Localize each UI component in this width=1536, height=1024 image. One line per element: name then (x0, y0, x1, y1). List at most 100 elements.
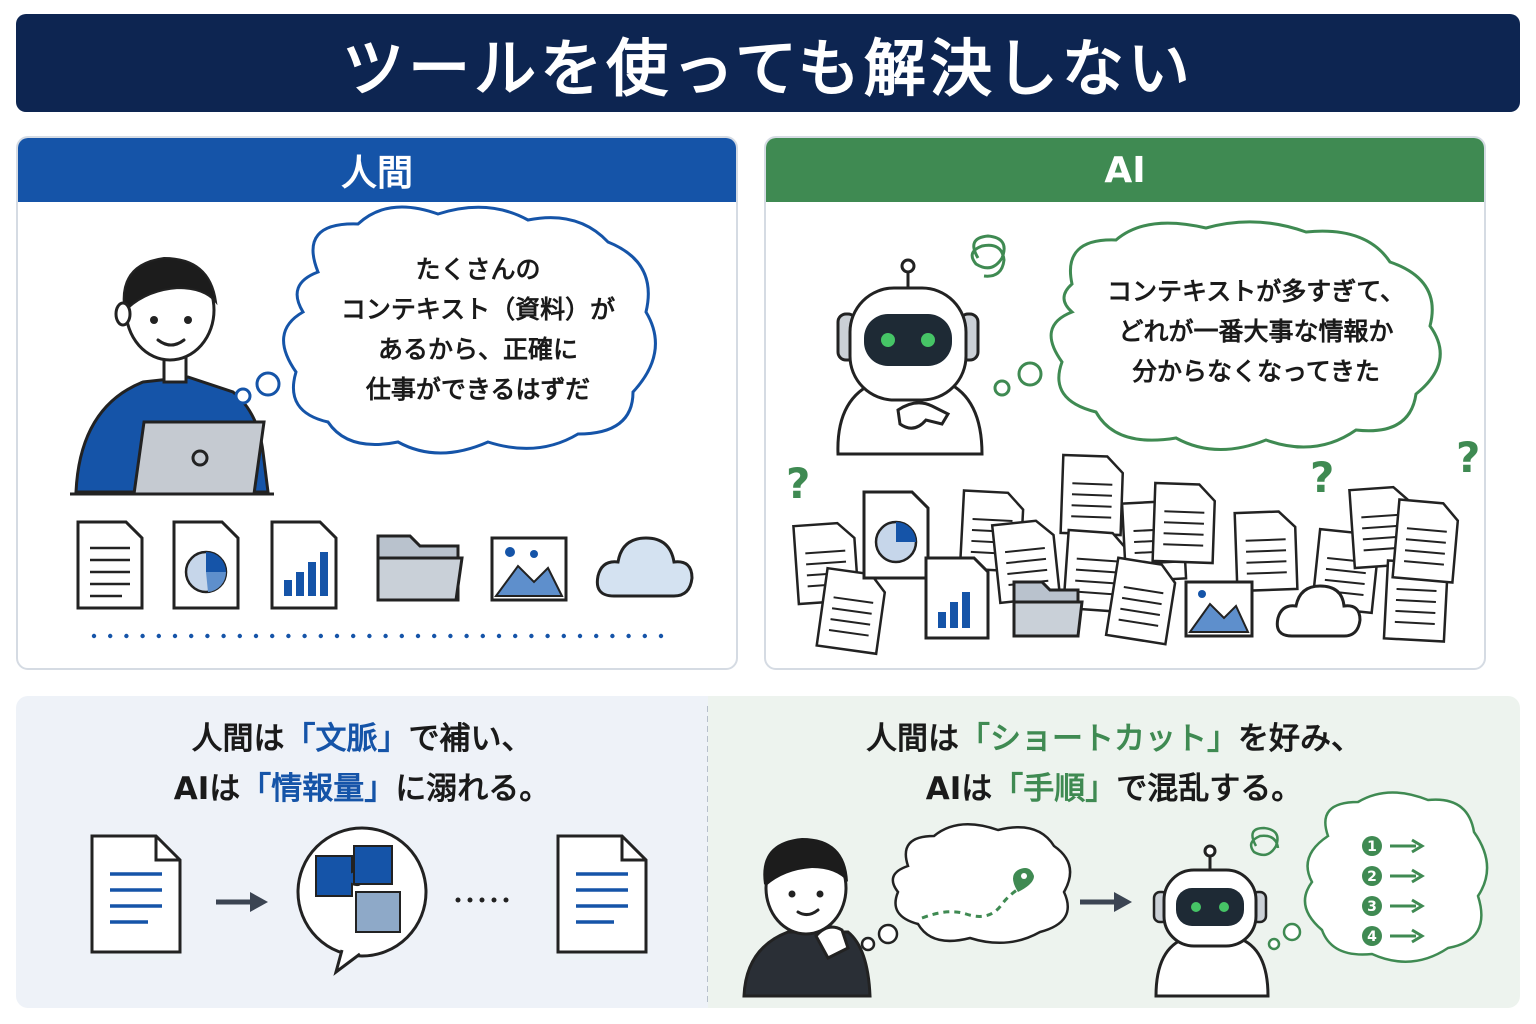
context-caption: 人間は「文脈」で補い、 AIは「情報量」に溺れる。 (173, 721, 551, 807)
ai-panel: AI ? ? ? (764, 136, 1486, 670)
step-arrow-head (1411, 838, 1425, 854)
dot (513, 633, 518, 639)
dot (415, 633, 421, 639)
document-icon (1059, 453, 1125, 537)
dot (496, 633, 502, 639)
document-pile (792, 453, 1460, 656)
document-icon (1104, 556, 1177, 646)
cloud-icon (1275, 584, 1362, 638)
ai-thought-bubble (993, 220, 1442, 451)
dot (480, 633, 485, 639)
dot (351, 633, 356, 639)
dot (189, 633, 194, 639)
dot (626, 633, 631, 639)
dotted-connector (455, 897, 509, 903)
dot (448, 633, 453, 639)
folder-icon (1012, 580, 1084, 638)
step-badge (1362, 926, 1382, 946)
dot (545, 633, 550, 639)
dot (237, 633, 242, 639)
dot (594, 633, 599, 639)
ai-panel-header: AI (766, 138, 1484, 202)
dot (270, 633, 275, 639)
bar-chart-document-icon (924, 556, 990, 640)
dot (367, 633, 372, 639)
dot (91, 633, 97, 639)
dot (253, 633, 259, 639)
step-arrow-head (1411, 928, 1425, 944)
dot (658, 633, 664, 639)
robot-icon (1152, 844, 1270, 998)
ai-bubble-text: コンテキストが多すぎて、 どれが一番大事な情報か 分からなくなってきた (1106, 277, 1405, 386)
ai-illustration: ? ? ? (786, 220, 1480, 656)
dot (642, 633, 647, 639)
dot (464, 633, 469, 639)
dot (318, 633, 323, 639)
person-laptop-icon (70, 256, 274, 496)
tangled-thought-icon (1249, 826, 1280, 857)
arrow-right-icon (1080, 892, 1132, 912)
tangled-thought-icon (970, 234, 1006, 278)
step-number: 2 (1367, 869, 1377, 885)
question-mark: ? (1310, 453, 1334, 502)
dotted-divider (91, 633, 664, 639)
human-illustration (70, 205, 694, 639)
human-thought-bubble (234, 205, 657, 455)
step-arrow-head (1411, 868, 1425, 884)
arrow-right-icon (216, 892, 268, 912)
pie-chart-document-icon (862, 490, 930, 580)
human-bubble-text: たくさんの コンテキスト（資料）が あるから、正確に 仕事ができるはずだ (340, 255, 616, 404)
dot (529, 633, 534, 639)
text-document-icon (76, 520, 144, 610)
document-icon (1233, 510, 1299, 593)
question-mark: ? (786, 459, 810, 508)
document-icon (90, 834, 182, 954)
dot (156, 633, 161, 639)
step-badge (1362, 836, 1382, 856)
document-icon (815, 566, 887, 656)
dot (286, 633, 291, 639)
dot (334, 633, 340, 639)
step-number: 3 (1367, 899, 1377, 915)
human-panel-header: 人間 (18, 138, 736, 202)
step-arrow-head (1411, 898, 1425, 914)
shortcut-flow-illustration: 1 2 3 4 (742, 791, 1489, 998)
document-icon (1391, 498, 1460, 584)
route-thought-bubble (860, 823, 1072, 952)
dot (124, 633, 129, 639)
step-badge (1362, 866, 1382, 886)
context-comparison-section: 人間は「文脈」で補い、 AIは「情報量」に溺れる。 (16, 696, 708, 1008)
step-badge (1362, 896, 1382, 916)
document-icon (1151, 481, 1217, 565)
dot (172, 633, 178, 639)
human-panel: 人間 (16, 136, 738, 670)
puzzle-speech-bubble-icon (296, 826, 428, 976)
dot (221, 633, 226, 639)
document-icon (556, 834, 648, 954)
pie-chart-document-icon (172, 520, 240, 610)
robot-icon (836, 258, 984, 456)
question-mark: ? (1456, 433, 1480, 482)
image-icon (1184, 580, 1254, 638)
image-icon (490, 536, 568, 602)
dot (399, 633, 404, 639)
dot (610, 633, 615, 639)
bar-chart-document-icon (270, 520, 338, 610)
cloud-icon (595, 536, 694, 598)
dot (383, 633, 388, 639)
shortcut-comparison-section: 人間は「ショートカット」を好み、 AIは「手順」で混乱する。 (708, 696, 1520, 1008)
dot (577, 633, 583, 639)
numbered-steps: 1 2 3 4 (1362, 836, 1425, 946)
shortcut-caption: 人間は「ショートカット」を好み、 AIは「手順」で混乱する。 (866, 721, 1362, 807)
dot (432, 633, 437, 639)
step-number: 1 (1367, 839, 1377, 855)
context-flow-illustration (90, 826, 648, 976)
dot (205, 633, 210, 639)
thinking-person-icon (742, 838, 872, 998)
page-title: ツールを使っても解決しない (342, 32, 1194, 105)
step-number: 4 (1367, 929, 1377, 945)
title-bar: ツールを使っても解決しない (16, 14, 1520, 112)
dot (561, 633, 566, 639)
dot (302, 633, 307, 639)
folder-icon (376, 534, 464, 602)
